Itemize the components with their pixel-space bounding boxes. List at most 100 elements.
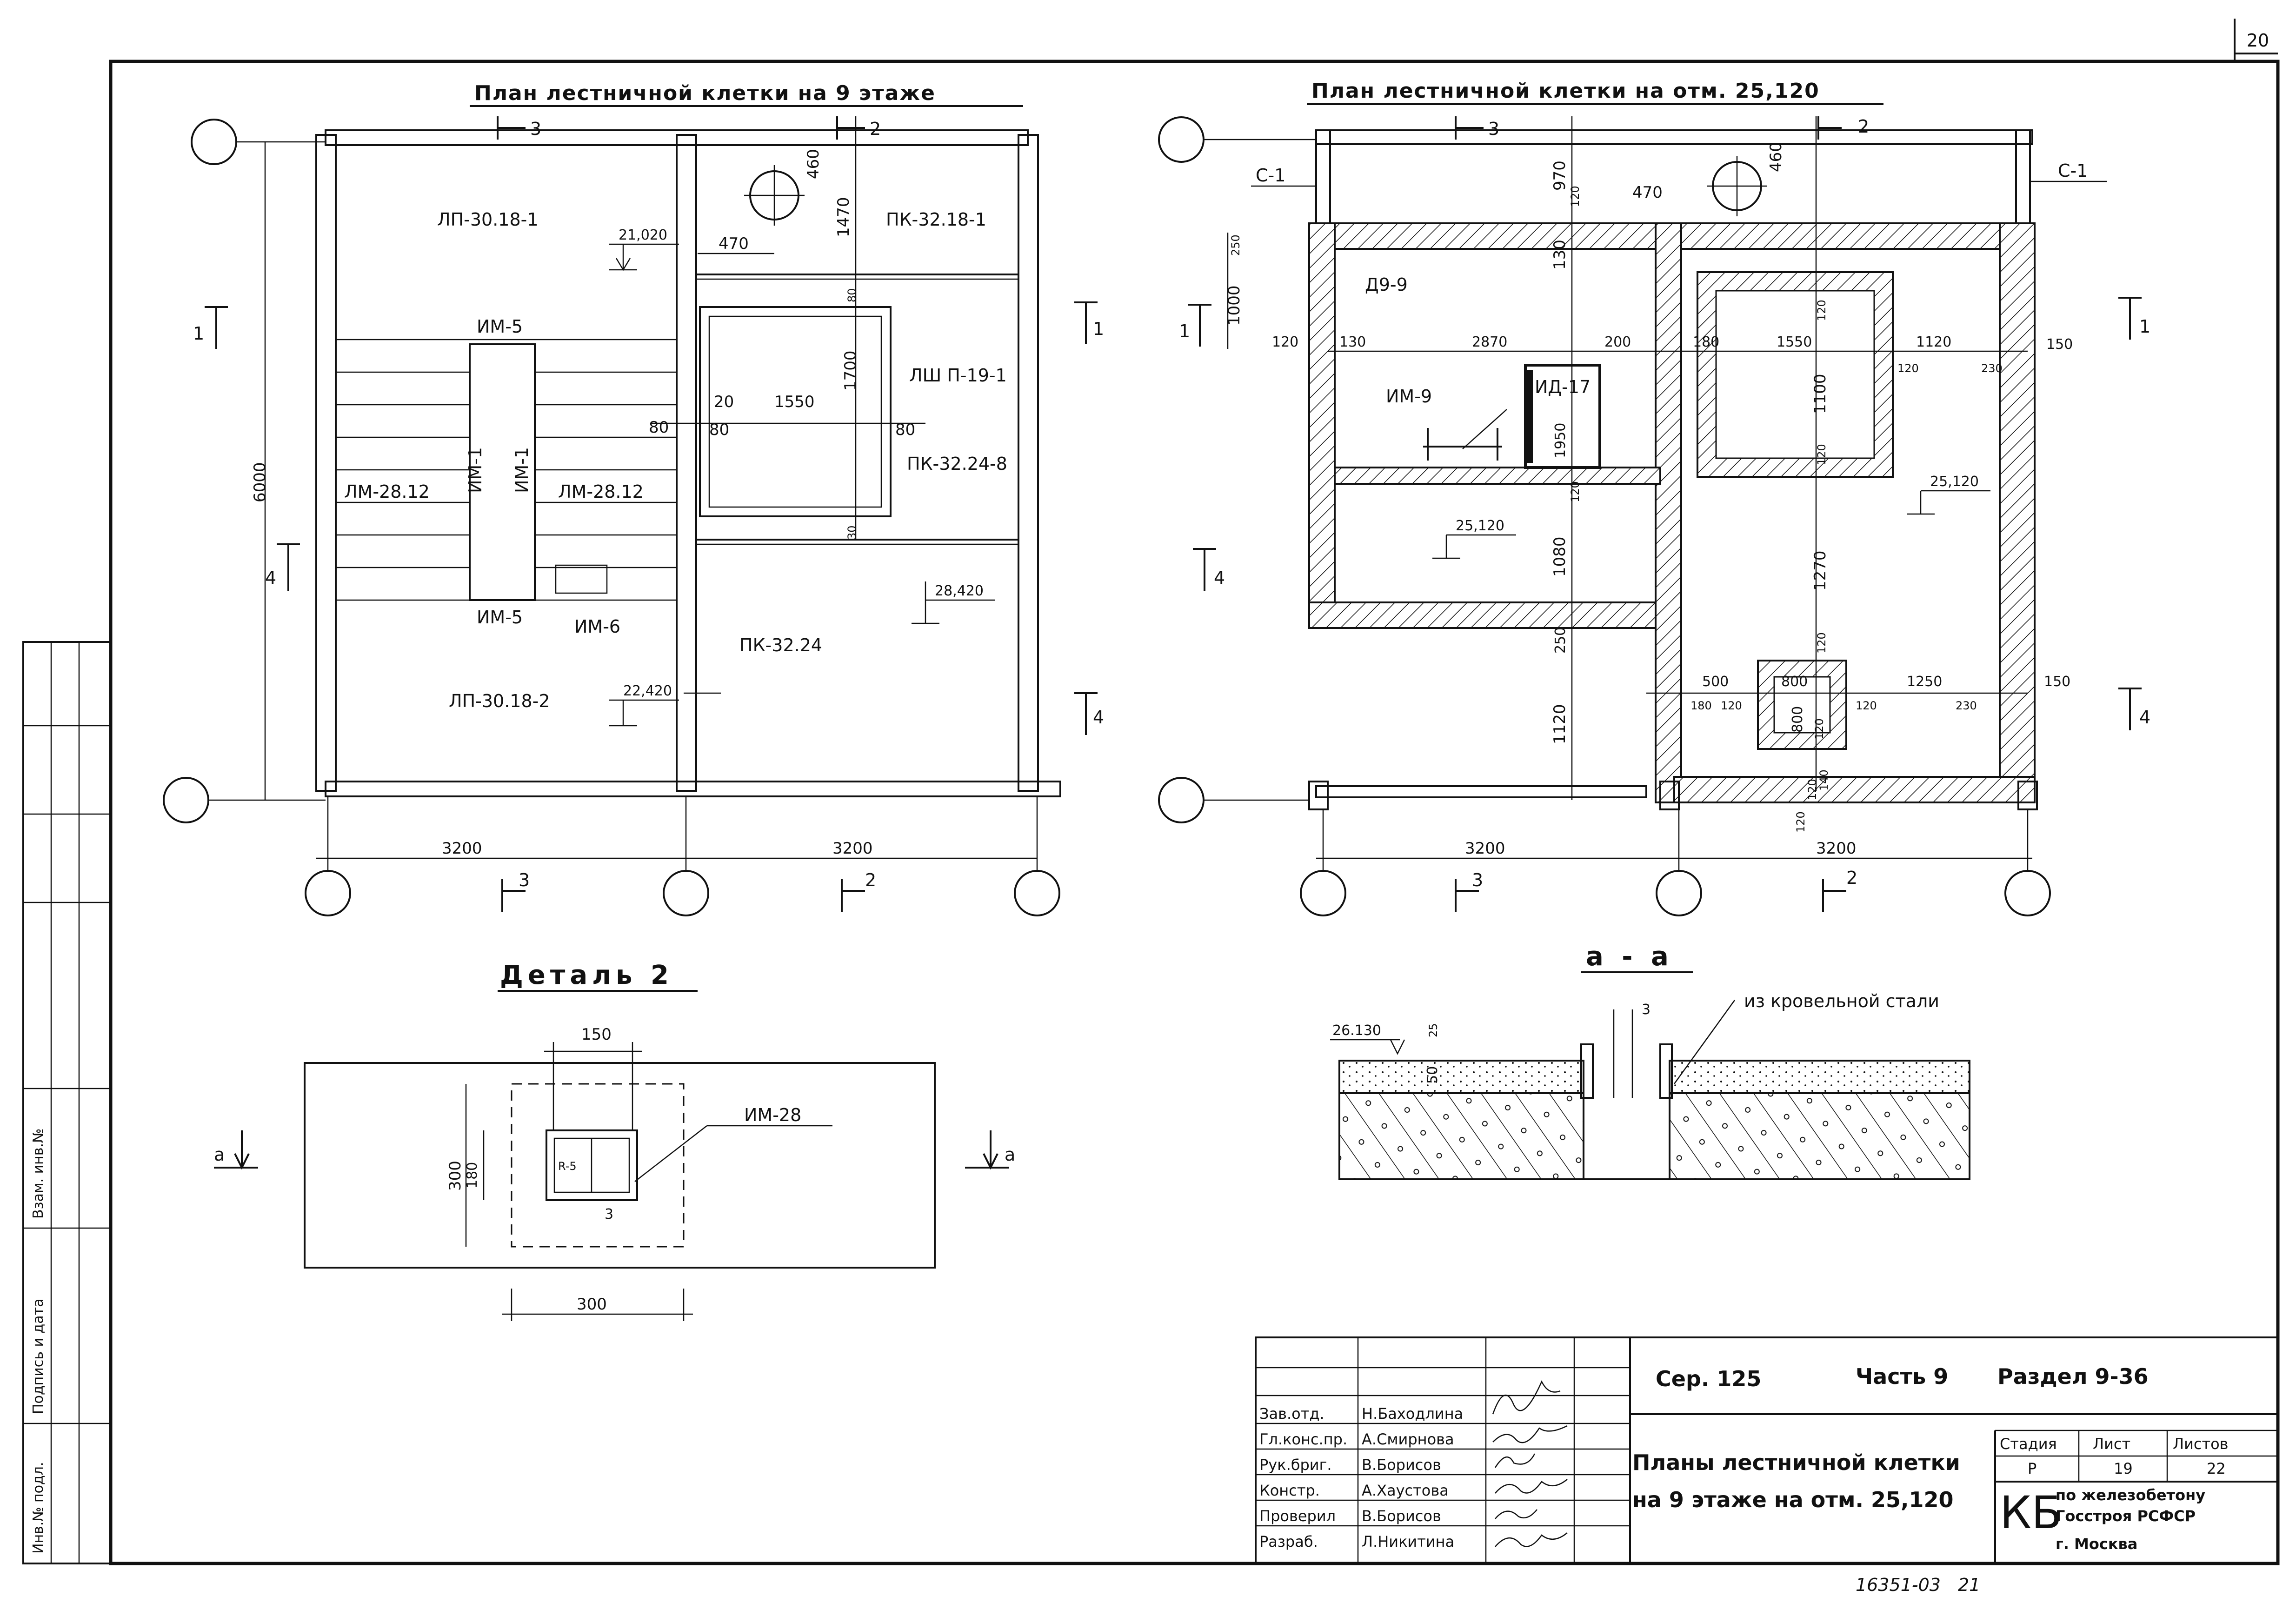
tb-role: Констр. [1259,1482,1320,1499]
roof-dim: 180 [1693,334,1719,350]
tb-drawing-title-1: Планы лестничной клетки [1632,1450,1960,1475]
axis-bubble [2004,870,2051,916]
tb-org-line1: по железобетону [2056,1486,2205,1504]
plan9-label: ИМ-1 [512,447,532,493]
svg-text:25,120: 25,120 [1930,474,1979,490]
section-aa-title: а - а [1586,942,1673,972]
plan9-label: ИМ-5 [477,607,523,628]
tb-name: А.Смирнова [1362,1430,1454,1448]
plan9-label: ИМ-6 [574,616,620,637]
detail2-label: ИМ-28 [744,1105,801,1125]
plan9-dim: 3200 [832,839,873,858]
side-stamp-replace-label: Взам. инв.№ [30,1129,47,1219]
plan9-dim: 80 [649,418,669,437]
section-marker: 4 [2118,688,2150,730]
tb-name: В.Борисов [1362,1456,1441,1474]
axis-bubble [191,119,237,165]
tb-sheet-label: Лист [2093,1435,2130,1453]
roof-dim: 800 [1790,706,1806,733]
tb-sheets-label: Листов [2173,1435,2229,1453]
roof-dim: 1000 [1225,285,1244,326]
roof-dim: 120 [1815,632,1828,654]
section-marker: 1 [193,306,228,349]
tb-role: Разраб. [1259,1533,1318,1550]
svg-text:1: 1 [2139,316,2150,337]
tb-role: Рук.бриг. [1259,1456,1332,1474]
wall-left [315,134,337,792]
section-marker: 4 [265,543,300,591]
roof-dim: 120 [1815,444,1828,465]
roof-dim: 800 [1781,674,1808,690]
roof-dim: 2870 [1472,334,1507,350]
tb-stage: Р [2028,1460,2036,1477]
svg-text:28,420: 28,420 [935,583,984,599]
plan9-label: ИМ-5 [477,316,523,337]
roof-dim: 130 [1551,240,1569,270]
axis-bubble [1300,870,1346,916]
roof-dim: 230 [1956,699,1977,712]
svg-text:3: 3 [530,119,541,139]
section-aa-dim: 25 [1427,1023,1440,1037]
tb-sheets: 22 [2207,1460,2226,1477]
roof-label: С-1 [2058,160,2088,181]
tb-name: В.Борисов [1362,1507,1441,1525]
section-marker: 2 [836,116,881,140]
roof-dim: 120 [1794,811,1807,833]
roof-dim: 460 [1767,142,1785,172]
footer-page: 21 [1958,1575,1980,1595]
detail2-dim: 300 [446,1161,465,1191]
signatures [1492,1380,1568,1547]
tb-role: Проверил [1259,1507,1336,1525]
section-cut-mark: а [965,1130,1015,1170]
svg-text:2: 2 [1846,868,1857,888]
plan9-dim: 80 [895,421,915,439]
roof-dim: 120 [1272,334,1298,350]
plan-elev-25120: План лестничной клетки на отм. 25,120 [1158,79,2150,916]
roof-dim: 500 [1702,674,1729,690]
roof-dim: 3200 [1816,839,1857,858]
tb-name: А.Хаустова [1362,1482,1449,1499]
roof-dim: 130 [1339,334,1366,350]
svg-text:21,020: 21,020 [619,227,667,243]
svg-text:25,120: 25,120 [1456,518,1504,534]
svg-text:1: 1 [1093,319,1104,339]
plan9-dim: 80 [845,288,859,302]
roof-label: ИД-17 [1535,377,1591,397]
section-a-a: а - а 26.130 25 50 3 из кровельной стали [1330,942,1970,1180]
plan-roof-title: План лестничной клетки на отм. 25,120 [1311,79,1820,103]
section-marker: 3 [1455,116,1499,140]
side-stamp-inv-label: Инв.№ подл. [30,1462,47,1554]
axis-bubble [1158,116,1205,163]
tb-section: Раздел 9-36 [1997,1364,2149,1389]
roof-dim: 250 [1552,627,1569,654]
slab-layer [1669,1092,1970,1180]
roof-dim: 1080 [1551,536,1569,577]
svg-text:4: 4 [1214,568,1225,588]
svg-text:4: 4 [2139,707,2150,728]
svg-text:2: 2 [870,119,881,139]
roof-dim: 250 [1229,234,1242,256]
roof-dim: 150 [2046,336,2073,353]
footer-number: 16351-03 [1856,1575,1941,1595]
section-marker: 2 [1817,116,1869,140]
roof-dim: 120 [1856,699,1877,712]
tb-role: Гл.конс.пр. [1259,1430,1347,1448]
roof-dim: 3200 [1465,839,1505,858]
plan9-dim: 20 [714,393,734,411]
detail-2: Деталь 2 150 300 180 R-5 3 300 ИМ-28 а а [214,960,1015,1321]
roof-dim: 120 [1815,300,1828,321]
plan9-dim: 1700 [841,350,860,391]
wall-right [1018,134,1039,792]
roof-dim: 120 [1569,481,1582,502]
svg-text:3: 3 [1472,870,1483,890]
svg-text:4: 4 [265,568,276,588]
axis-bubble [1656,870,1702,916]
roof-dim: 970 [1551,160,1569,191]
roof-dim: 1550 [1777,334,1812,350]
side-stamp: Инв.№ подл. Подпись и дата Взам. инв.№ [22,641,112,1564]
section-marker: 4 [1074,692,1104,735]
sheet-frame: 20 16351-03 21 [109,19,2280,1595]
section-aa-label: из кровельной стали [1744,991,1939,1011]
section-marker: 1 [2118,297,2150,340]
